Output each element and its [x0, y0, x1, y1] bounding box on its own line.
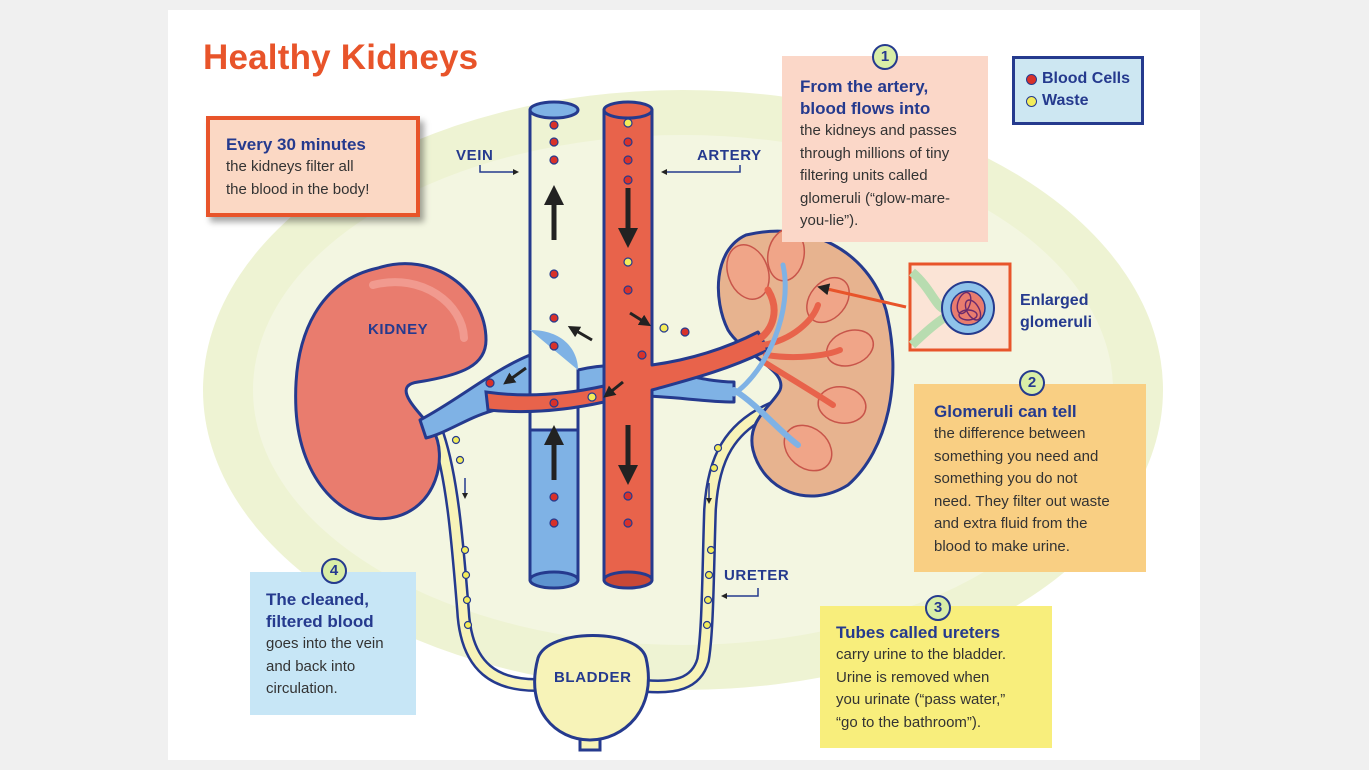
- diagram-card: Healthy Kidneys VEIN ARTERY KIDNEY URETE…: [168, 10, 1200, 760]
- bladder-label: BLADDER: [554, 669, 632, 686]
- page-title: Healthy Kidneys: [203, 38, 479, 77]
- step-3-badge: 3: [925, 595, 951, 621]
- ureters: [431, 398, 787, 694]
- step-2-badge: 2: [1019, 370, 1045, 396]
- left-kidney: [294, 262, 488, 521]
- right-kidney: [716, 228, 895, 498]
- legend-blood-cells: Blood Cells: [1026, 68, 1135, 90]
- kidney-label: KIDNEY: [368, 321, 429, 338]
- step-1-box: From the artery, blood flows into the ki…: [782, 56, 988, 242]
- legend: Blood Cells Waste: [1012, 56, 1144, 125]
- artery-label: ARTERY: [697, 147, 762, 164]
- artery: [484, 100, 770, 590]
- enlarged-glomeruli-label: Enlarged glomeruli: [1020, 292, 1093, 331]
- step-1-badge: 1: [872, 44, 898, 70]
- blood-cell-swatch: [1026, 73, 1037, 85]
- enlarged-glomeruli-inset: [817, 262, 1012, 352]
- callout-every-30-minutes: Every 30 minutes the kidneys filter all …: [206, 116, 420, 217]
- vein-label: VEIN: [456, 147, 494, 164]
- waste-swatch: [1026, 95, 1037, 107]
- step-3-box: Tubes called ureters carry urine to the …: [820, 606, 1052, 748]
- step-2-box: Glomeruli can tell the difference betwee…: [914, 384, 1146, 572]
- step-4-box: The cleaned, filtered blood goes into th…: [250, 572, 416, 715]
- bladder: [533, 634, 650, 752]
- step-4-badge: 4: [321, 558, 347, 584]
- legend-waste: Waste: [1026, 90, 1135, 112]
- ureter-label: URETER: [724, 567, 790, 584]
